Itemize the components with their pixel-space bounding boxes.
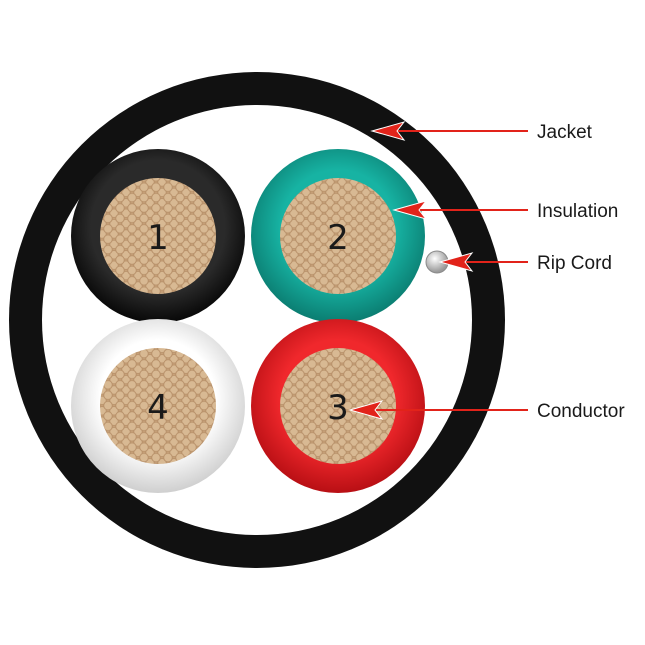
leader-jacket [370,121,528,141]
label-insulation: Insulation [537,201,618,222]
label-rip-cord: Rip Cord [537,253,612,274]
conductor-core-4 [100,348,216,464]
conductor-1: 1 [71,149,245,323]
label-jacket: Jacket [537,122,593,143]
conductor-4: 4 [71,319,245,493]
leader-conductor [348,400,528,420]
leader-rip-cord [438,252,528,272]
conductor-number-4: 4 [147,388,169,428]
conductor-core-2 [280,178,396,294]
conductor-number-1: 1 [147,218,169,258]
conductor-core-3 [280,348,396,464]
conductor-3: 3 [251,319,425,493]
conductor-2: 2 [251,149,425,323]
conductor-number-3: 3 [327,388,349,428]
leader-insulation [392,200,528,220]
conductor-core-1 [100,178,216,294]
label-conductor: Conductor [537,401,625,422]
conductor-number-2: 2 [327,218,349,258]
